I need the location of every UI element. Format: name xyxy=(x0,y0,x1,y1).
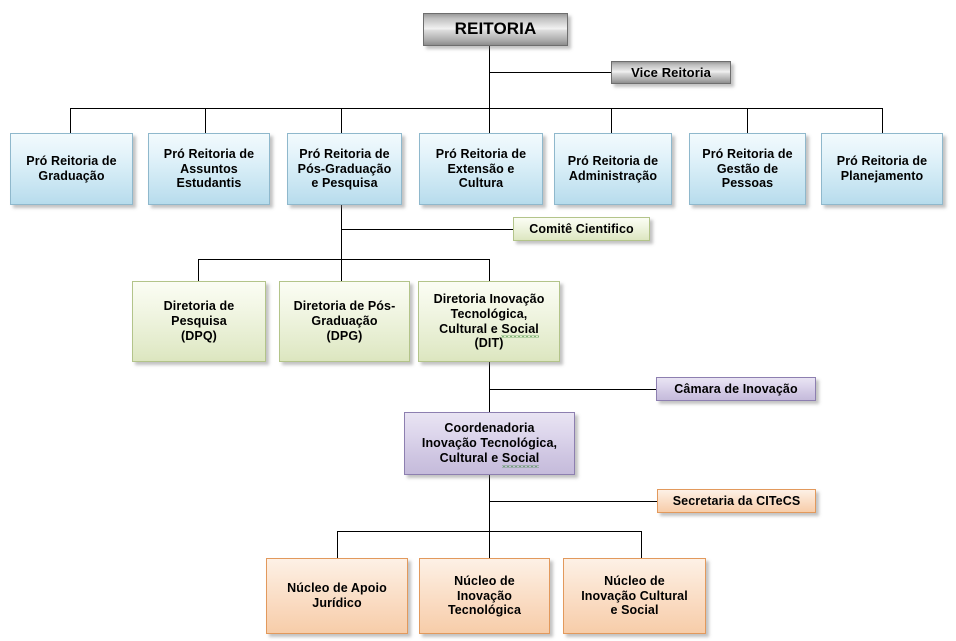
node-reitoria-label: REITORIA xyxy=(454,19,537,39)
node-nucleo-inovacao-tecnologica[interactable]: Núcleo de Inovação Tecnológica xyxy=(419,558,550,634)
node-pro-reitoria-graduacao[interactable]: Pró Reitoria de Graduação xyxy=(10,133,133,205)
connector-drop-pr-4 xyxy=(489,108,490,133)
node-pro-reitoria-planejamento[interactable]: Pró Reitoria de Planejamento xyxy=(821,133,943,205)
node-label: Núcleo de Inovação Cultural e Social xyxy=(581,573,688,618)
connector-diretoria-bus xyxy=(198,259,490,260)
connector-drop-pr-6 xyxy=(747,108,748,133)
node-diretoria-inovacao-tecnologica[interactable]: Diretoria Inovação Tecnológica, Cultural… xyxy=(418,281,560,362)
node-pro-reitoria-administracao[interactable]: Pró Reitoria de Administração xyxy=(554,133,672,205)
connector-drop-nuc-1 xyxy=(337,531,338,558)
node-label: Diretoria de Pós- Graduação (DPG) xyxy=(293,299,396,343)
connector-drop-pr-1 xyxy=(70,108,71,133)
node-label: Pró Reitoria de Pós-Graduação e Pesquisa xyxy=(297,146,392,191)
spellcheck-underline: Social xyxy=(501,450,540,468)
node-nucleo-apoio-juridico[interactable]: Núcleo de Apoio Jurídico xyxy=(266,558,408,634)
node-coordenadoria-citecs[interactable]: Coordenadoria Inovação Tecnológica, Cult… xyxy=(404,412,575,475)
node-camara-inovacao-label: Câmara de Inovação xyxy=(674,381,798,396)
node-diretoria-pesquisa[interactable]: Diretoria de Pesquisa (DPQ) xyxy=(132,281,266,362)
node-pro-reitoria-assuntos-estudantis[interactable]: Pró Reitoria de Assuntos Estudantis xyxy=(148,133,270,205)
connector-secretaria xyxy=(489,501,657,502)
node-secretaria-citecs[interactable]: Secretaria da CITeCS xyxy=(657,489,816,513)
node-secretaria-label: Secretaria da CITeCS xyxy=(672,493,801,508)
connector-comite-cientifico xyxy=(341,229,513,230)
node-vice-reitoria[interactable]: Vice Reitoria xyxy=(611,61,731,84)
node-pro-reitoria-pos-graduacao-pesquisa[interactable]: Pró Reitoria de Pós-Graduação e Pesquisa xyxy=(287,133,402,205)
connector-vice-reitoria xyxy=(489,72,611,73)
node-label: Diretoria de Pesquisa (DPQ) xyxy=(163,299,235,343)
connector-drop-dir-1 xyxy=(198,259,199,281)
connector-drop-dir-2 xyxy=(341,259,342,281)
connector-drop-pr-7 xyxy=(882,108,883,133)
node-reitoria[interactable]: REITORIA xyxy=(423,13,568,46)
node-label: Coordenadoria Inovação Tecnológica, Cult… xyxy=(421,421,558,468)
connector-reitoria-trunk xyxy=(489,46,490,108)
node-label: Núcleo de Apoio Jurídico xyxy=(287,581,387,610)
connector-camara-inovacao xyxy=(489,389,656,390)
node-label: Pró Reitoria de Administração xyxy=(567,154,659,183)
connector-drop-pr-3 xyxy=(341,108,342,133)
connector-ppg-trunk xyxy=(341,205,342,273)
connector-drop-dir-3 xyxy=(489,259,490,281)
connector-dit-trunk xyxy=(489,362,490,412)
node-label: Diretoria Inovação Tecnológica, Cultural… xyxy=(433,292,545,351)
node-camara-inovacao[interactable]: Câmara de Inovação xyxy=(656,377,816,401)
node-label: Pró Reitoria de Extensão e Cultura xyxy=(435,146,527,191)
node-label: Pró Reitoria de Assuntos Estudantis xyxy=(163,146,255,191)
node-comite-cientifico[interactable]: Comitê Cientifico xyxy=(513,217,650,241)
node-comite-cientifico-label: Comitê Cientifico xyxy=(529,221,634,236)
connector-drop-nuc-3 xyxy=(641,531,642,558)
node-label: Pró Reitoria de Planejamento xyxy=(836,154,928,183)
node-nucleo-inovacao-cultural-social[interactable]: Núcleo de Inovação Cultural e Social xyxy=(563,558,706,634)
node-vice-reitoria-label: Vice Reitoria xyxy=(631,64,711,80)
connector-drop-nuc-2 xyxy=(489,531,490,558)
node-diretoria-pos-graduacao[interactable]: Diretoria de Pós- Graduação (DPG) xyxy=(279,281,410,362)
connector-drop-pr-2 xyxy=(205,108,206,133)
connector-drop-pr-5 xyxy=(611,108,612,133)
node-label: Núcleo de Inovação Tecnológica xyxy=(447,573,522,618)
connector-pro-reitoria-bus xyxy=(70,108,882,109)
spellcheck-underline: Social xyxy=(501,321,540,338)
node-pro-reitoria-extensao-cultura[interactable]: Pró Reitoria de Extensão e Cultura xyxy=(419,133,543,205)
node-label: Pró Reitoria de Gestão de Pessoas xyxy=(702,146,793,191)
node-label: Pró Reitoria de Graduação xyxy=(26,154,117,183)
connector-coordenadoria-trunk xyxy=(489,475,490,541)
node-pro-reitoria-gestao-pessoas[interactable]: Pró Reitoria de Gestão de Pessoas xyxy=(689,133,806,205)
